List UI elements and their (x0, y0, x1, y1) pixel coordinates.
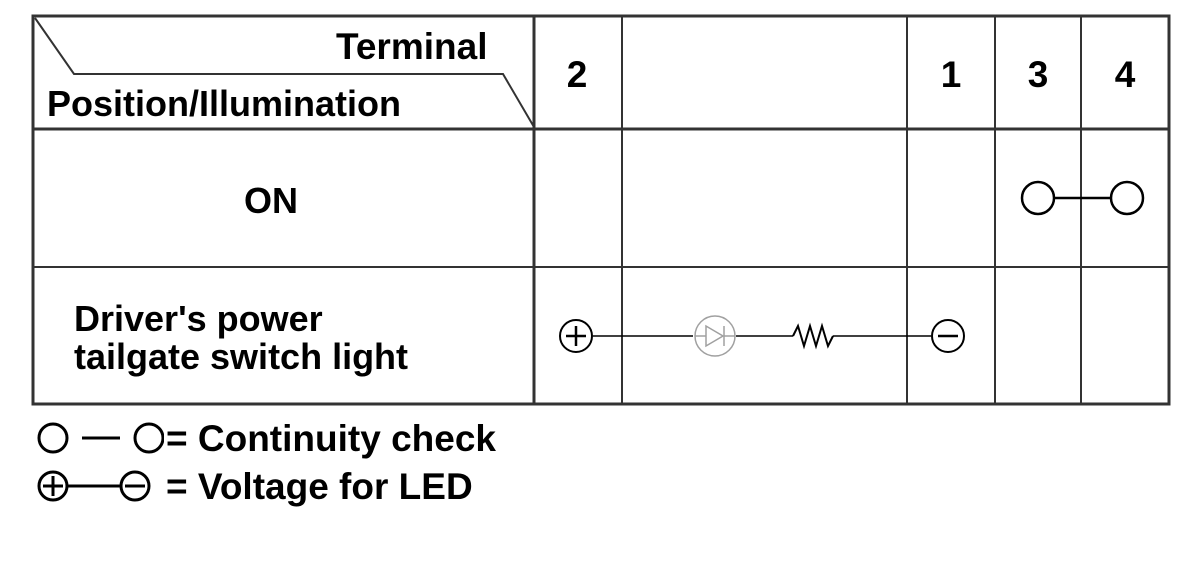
row-label-on: ON (244, 180, 298, 221)
legend-voltage-text: = Voltage for LED (166, 465, 473, 507)
continuity-terminal-3-icon (1020, 180, 1056, 216)
continuity-symbol-icon (37, 422, 164, 454)
legend-voltage: = Voltage for LED (36, 464, 473, 508)
continuity-connection (1020, 180, 1145, 216)
row-label-switch-light-line2: tailgate switch light (74, 336, 409, 378)
led-diode-icon (694, 315, 736, 357)
voltage-symbol-icon (37, 470, 151, 502)
terminal-number-2: 2 (566, 54, 588, 95)
minus-terminal-icon (931, 319, 965, 353)
row-label-switch-light: Driver's power tailgate switch light (74, 298, 409, 378)
voltage-connection (559, 315, 965, 357)
row-label-switch-light-line1: Driver's power (74, 298, 323, 339)
legend-continuity: = Continuity check (36, 416, 496, 460)
table-border (31, 14, 1171, 406)
resistor-icon (792, 322, 834, 350)
header-terminal-label: Terminal (336, 26, 488, 67)
terminal-number-4: 4 (1114, 54, 1136, 95)
legend-continuity-text: = Continuity check (166, 417, 496, 459)
continuity-terminal-4-icon (1109, 180, 1145, 216)
header-diagonal (34, 17, 535, 128)
header-position-label: Position/Illumination (47, 83, 401, 124)
plus-terminal-icon (559, 319, 593, 353)
terminal-number-1: 1 (940, 54, 962, 95)
terminal-number-3: 3 (1027, 54, 1049, 95)
